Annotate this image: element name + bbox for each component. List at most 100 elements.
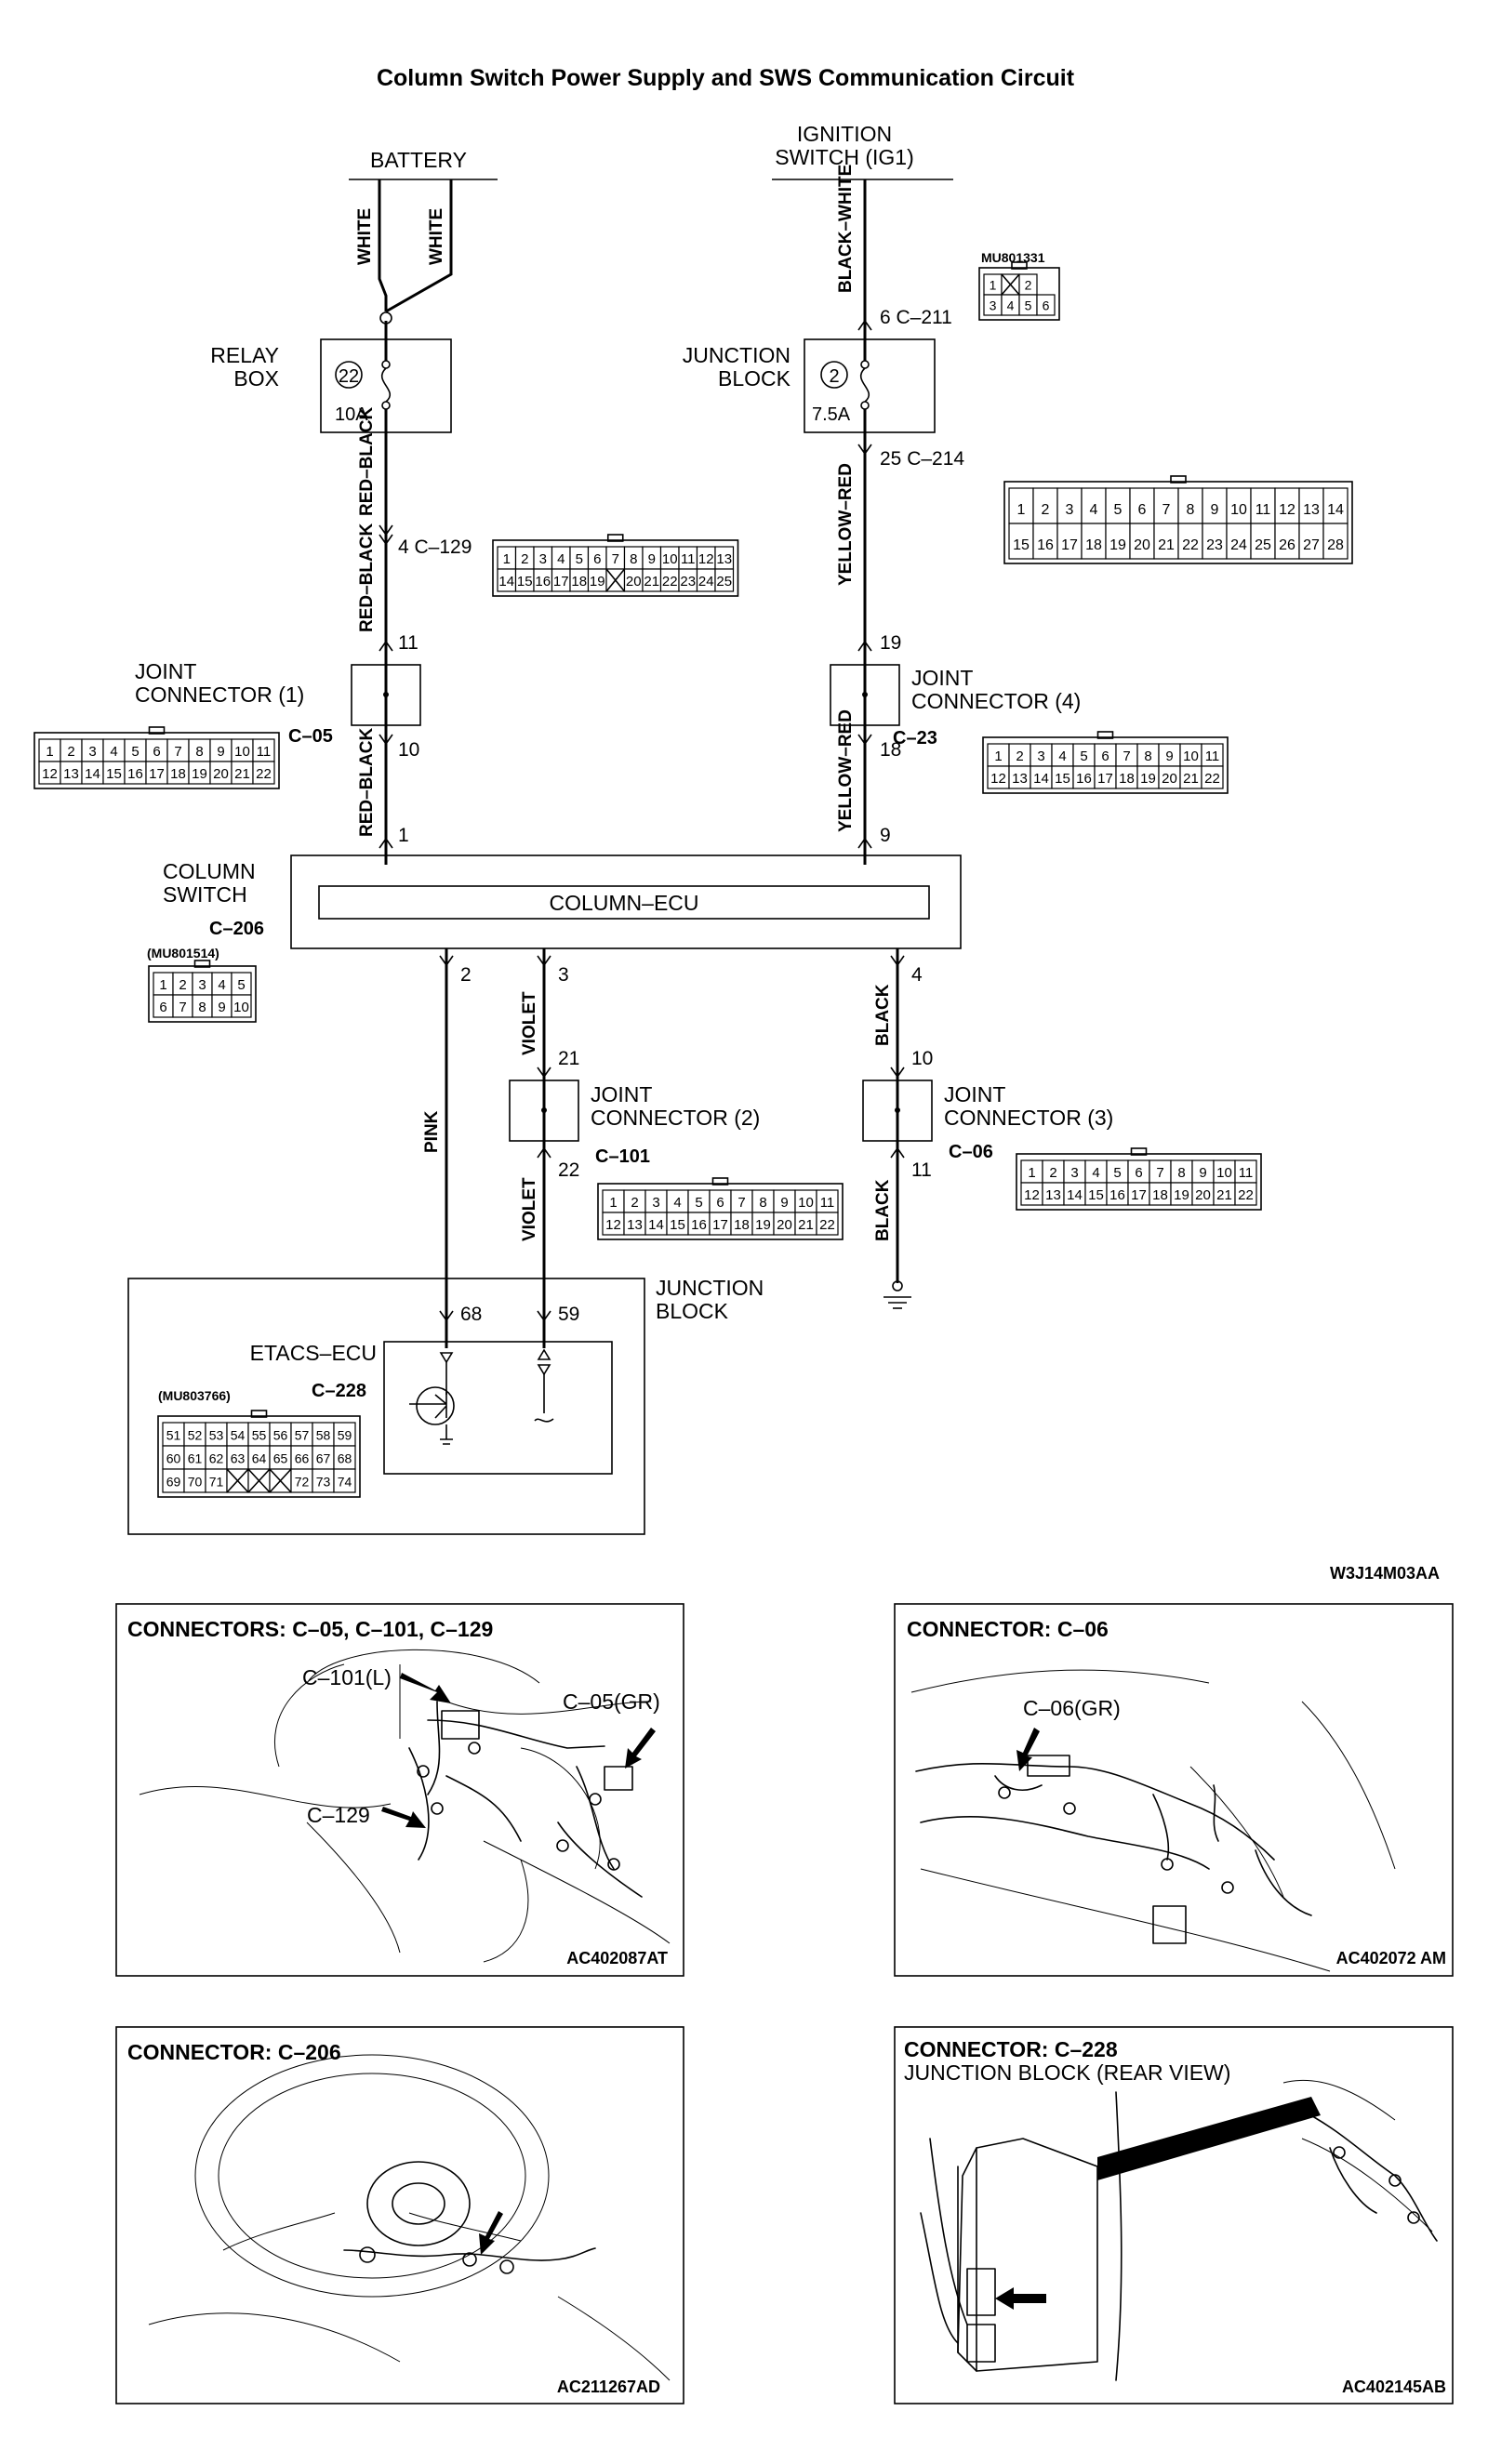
connector-pin-number: 3: [990, 298, 997, 312]
connector-pin-number: 19: [1109, 537, 1126, 553]
connector-pin-number: 20: [626, 574, 642, 590]
connector-key: [1096, 731, 1114, 739]
connector-key: [711, 1177, 729, 1186]
joint1-label-2: CONNECTOR (1): [135, 682, 304, 707]
joint-connector-1-box: [351, 664, 421, 726]
connector-pin-number: 9: [1165, 748, 1173, 764]
connector-pin-number: 21: [798, 1217, 814, 1233]
connector-pin-number: 10: [1230, 502, 1247, 518]
connector-pin-number: 6: [593, 551, 601, 567]
connector-pin-number: 17: [712, 1217, 728, 1233]
connector-pin-number: 1: [609, 1195, 617, 1211]
connector-pin-number: 3: [539, 551, 547, 567]
connector-pin-number: 19: [590, 574, 605, 590]
connector-pin-number: 4: [1058, 748, 1066, 764]
connector-key: [250, 1410, 268, 1418]
connector-pin-number: 11: [1205, 748, 1220, 764]
joint1-pin-in: 11: [398, 632, 418, 654]
connector-pin-number: 5: [695, 1195, 702, 1211]
jb-top-label-2: BLOCK: [718, 366, 791, 391]
connector-key: [1130, 1147, 1148, 1156]
connector-pin-number: 68: [338, 1451, 352, 1466]
column-switch-label-2: SWITCH: [163, 882, 247, 907]
fuse-terminal: [381, 401, 391, 410]
fuse-terminal: [860, 401, 870, 410]
connector-pin-number: 13: [627, 1217, 643, 1233]
connector-pin-number: 1: [994, 748, 1002, 764]
joint-dot: [895, 1107, 900, 1113]
connector-housing: [982, 736, 1229, 794]
connector-arrow: [857, 734, 872, 746]
jb-bottom-label-1: JUNCTION: [656, 1276, 764, 1300]
connector-cell: [1202, 523, 1228, 560]
wire-label-yellow-red-1: YELLOW–RED: [836, 463, 856, 586]
connector-housing: [157, 1415, 361, 1498]
connector-pin-number: 22: [1238, 1187, 1254, 1203]
callout-arrow-icon: [625, 1728, 656, 1769]
connector-pin-number: 21: [1183, 771, 1199, 787]
panel-connector-c228: [894, 2026, 1454, 2404]
connector-pin-number: 10: [1216, 1165, 1232, 1181]
connector-cell: [333, 1468, 356, 1493]
connector-pin-number: 18: [734, 1217, 750, 1233]
connector-pin-number: 5: [237, 977, 245, 993]
connector-pin-number: 15: [1088, 1187, 1104, 1203]
connector-pin-number: 8: [1144, 748, 1151, 764]
connector-pin-number: 4: [1090, 502, 1098, 518]
connector-cell: [1105, 523, 1131, 560]
connector-pin-number: 22: [256, 766, 272, 782]
connector-arrow: [537, 1066, 551, 1079]
connector-pin-number: 7: [612, 551, 619, 567]
connector-pin-number: 61: [188, 1451, 203, 1466]
wire-label-red-black-1: RED–BLACK: [357, 407, 377, 516]
connector-pin-number: 5: [1114, 502, 1123, 518]
connector-pin-number: 8: [759, 1195, 766, 1211]
connector-pin-number: 7: [179, 1000, 186, 1015]
connector-cell: [1274, 523, 1300, 560]
connector-pin-number: 1: [1017, 502, 1026, 518]
connector-cell: [1322, 523, 1348, 560]
connector-pin-number: 16: [1076, 771, 1092, 787]
panel-connector-c206: [115, 2026, 684, 2404]
wire-label-yellow-red-2: YELLOW–RED: [836, 709, 856, 832]
connector-pin-number: 14: [1327, 502, 1344, 518]
connector-pin-number: 67: [316, 1451, 331, 1466]
panel3-code: AC211267AD: [557, 2378, 660, 2396]
c129-pin-label: 4 C–129: [398, 537, 472, 558]
connector-pin-number: 16: [535, 574, 551, 590]
connector-pin-number: 13: [1045, 1187, 1061, 1203]
connector-cell-unused: [269, 1468, 292, 1493]
connector-pin-number: 4: [110, 744, 117, 760]
connector-pin-number: 9: [780, 1195, 788, 1211]
panel-connector-c06: [894, 1603, 1454, 1977]
connector-key: [1011, 261, 1028, 270]
callout-arrow-icon: [1016, 1728, 1040, 1771]
connector-pin-number: 51: [166, 1428, 181, 1443]
connector-cell: [1081, 487, 1107, 524]
output-triangle-icon: [537, 1348, 551, 1360]
connector-pin-number: 12: [605, 1217, 621, 1233]
connector-pin-number: 8: [1187, 502, 1195, 518]
panel3-illustration: [148, 2054, 671, 2381]
connector-pin-number: 18: [1152, 1187, 1168, 1203]
connector-pin-number: 7: [737, 1195, 745, 1211]
connector-pin-number: 16: [127, 766, 143, 782]
ignition-label-1: IGNITION: [797, 122, 892, 146]
connector-housing: [1016, 1153, 1262, 1211]
column-switch-part-no: (MU801514): [147, 946, 219, 960]
connector-pin-number: 1: [159, 977, 166, 993]
connector-arrow: [439, 955, 454, 967]
connector-pin-number: 24: [1230, 537, 1247, 553]
wire-label-red-black-2: RED–BLACK: [357, 523, 377, 632]
connector-pin-number: 14: [1067, 1187, 1083, 1203]
connector-pin-number: 19: [755, 1217, 771, 1233]
connector-pin-number: 73: [316, 1475, 331, 1490]
connector-pin-number: 6: [716, 1195, 724, 1211]
transistor-body-icon: [416, 1386, 455, 1425]
connector-pin-number: 7: [1123, 748, 1130, 764]
connector-pin-number: 9: [648, 551, 656, 567]
connector-pin-number: 11: [257, 744, 272, 760]
connector-pin-number: 19: [1174, 1187, 1189, 1203]
